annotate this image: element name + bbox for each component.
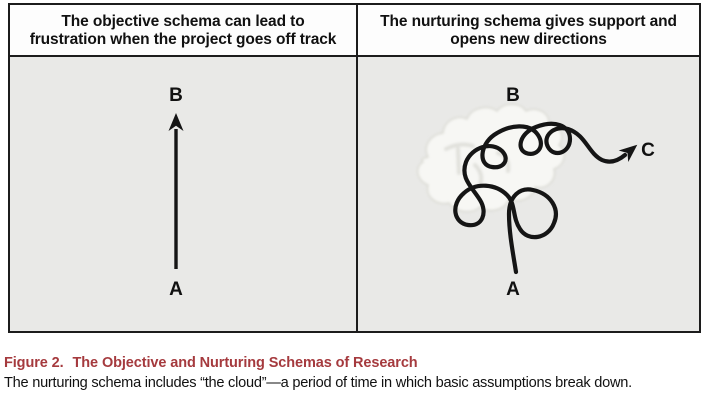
objective-schema-drawing: B A <box>168 85 184 300</box>
panel-header-nurturing: The nurturing schema gives support and o… <box>358 5 699 57</box>
panel-header-objective-line1: The objective schema can lead to <box>61 12 305 30</box>
panel-header-nurturing-line1: The nurturing schema gives support and <box>380 12 677 30</box>
label-start-a: A <box>506 279 520 300</box>
figure-caption-heading: Figure 2. The Objective and Nurturing Sch… <box>4 354 705 373</box>
panel-nurturing: B C A <box>358 57 699 331</box>
label-goal-b: B <box>169 85 183 106</box>
panel-header-nurturing-line2: opens new directions <box>450 30 607 48</box>
tangled-path-arrow <box>453 121 638 275</box>
label-goal-b: B <box>506 85 520 106</box>
figure-caption: Figure 2. The Objective and Nurturing Sch… <box>4 354 705 392</box>
figure-caption-text: The nurturing schema includes “the cloud… <box>4 375 632 391</box>
label-start-a: A <box>169 279 183 300</box>
panel-objective: B A <box>10 57 358 331</box>
nurturing-schema-drawing: B C A <box>416 85 655 300</box>
panel-header-objective: The objective schema can lead to frustra… <box>10 5 358 57</box>
figure-2-diagram: The objective schema can lead to frustra… <box>8 3 701 333</box>
panel-header-objective-line2: frustration when the project goes off tr… <box>29 30 337 48</box>
figure-number: Figure 2. <box>4 355 64 371</box>
label-outcome-c: C <box>641 140 655 161</box>
figure-title: The Objective and Nurturing Schemas of R… <box>72 355 418 371</box>
